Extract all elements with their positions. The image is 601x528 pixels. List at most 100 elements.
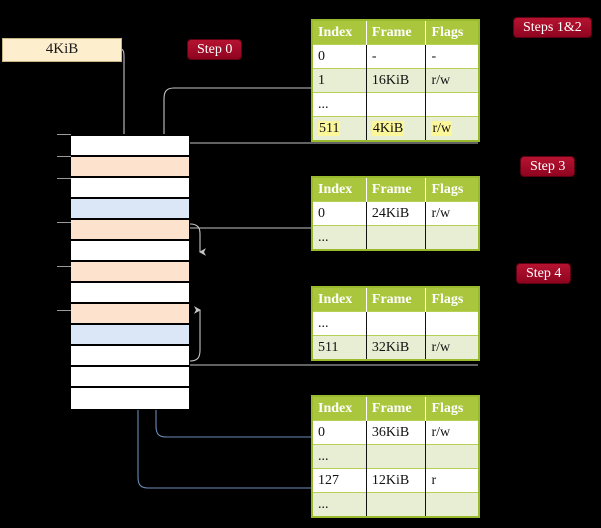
memory-frame-row (71, 283, 189, 304)
table-cell-flags: r/w (425, 335, 479, 360)
table-row: ... (312, 225, 479, 250)
highlighted-value: r/w (431, 121, 453, 136)
column-header-flags: Flags (425, 396, 479, 421)
memory-tick-3 (57, 222, 71, 223)
memory-frame-row (71, 178, 189, 199)
table-cell-flags: - (425, 44, 479, 69)
memory-tick-2 (57, 178, 71, 179)
table-row: ... (312, 492, 479, 517)
memory-frame-row (71, 367, 189, 388)
table-cell-frame: 36KiB (366, 420, 427, 445)
table-cell-frame (366, 444, 427, 469)
table-cell-flags: r/w (425, 116, 479, 141)
table-cell-frame: - (366, 44, 427, 69)
table-cell-index: ... (312, 444, 367, 469)
column-header-frame: Frame (366, 177, 427, 202)
memory-frame-row (71, 346, 189, 367)
table-cell-index: 511 (312, 335, 367, 360)
column-header-flags: Flags (425, 287, 479, 312)
address-banner-label: 4KiB (45, 41, 79, 57)
highlighted-value: 511 (318, 121, 341, 136)
badge-steps-1-2-label: Steps 1&2 (523, 20, 582, 35)
column-header-flags: Flags (425, 177, 479, 202)
table-cell-frame: 32KiB (366, 335, 427, 360)
table-cell-index: 127 (312, 468, 367, 493)
badge-steps-1-2: Steps 1&2 (514, 18, 591, 37)
column-header-frame: Frame (366, 287, 427, 312)
memory-frame-row (71, 262, 189, 283)
table-row: 511 4KiB r/w (312, 116, 479, 141)
column-header-index: Index (312, 396, 367, 421)
table-cell-index: ... (312, 92, 367, 117)
table-cell-index: 0 (312, 44, 367, 69)
highlighted-value: 4KiB (371, 121, 405, 136)
memory-frame-row (71, 325, 189, 346)
table-cell-index: ... (312, 225, 367, 250)
table-cell-frame: 4KiB (366, 116, 427, 141)
memory-frame-row (71, 388, 189, 409)
table-cell-flags (425, 444, 479, 469)
table-cell-index: 0 (312, 420, 367, 445)
table-cell-flags (425, 311, 479, 336)
memory-tick-4 (57, 266, 71, 267)
badge-step-0: Step 0 (188, 40, 242, 59)
column-header-index: Index (312, 287, 367, 312)
memory-frame-row (71, 136, 189, 157)
table-cell-flags: r/w (425, 420, 479, 445)
badge-step-4: Step 4 (517, 264, 571, 283)
table-cell-flags: r/w (425, 68, 479, 93)
table-cell-frame (366, 92, 427, 117)
table-cell-flags (425, 92, 479, 117)
badge-step-3: Step 3 (521, 157, 575, 176)
memory-tick-5 (57, 310, 71, 311)
address-banner-4kib: 4KiB (2, 38, 122, 62)
table-cell-flags: r (425, 468, 479, 493)
physical-memory-block (70, 134, 190, 410)
table-cell-index: 511 (312, 116, 367, 141)
memory-frame-row (71, 157, 189, 178)
memory-tick-1 (57, 156, 71, 157)
column-header-flags: Flags (425, 20, 479, 45)
column-header-frame: Frame (366, 20, 427, 45)
table-cell-frame: 12KiB (366, 468, 427, 493)
table-cell-index: ... (312, 311, 367, 336)
memory-frame-row (71, 241, 189, 262)
table-row: ... (312, 92, 479, 117)
table-cell-index: 1 (312, 68, 367, 93)
table-cell-frame: 24KiB (366, 201, 427, 226)
column-header-frame: Frame (366, 396, 427, 421)
badge-step-3-label: Step 3 (530, 159, 566, 174)
memory-frame-row (71, 220, 189, 241)
table-cell-frame (366, 311, 427, 336)
table-row: ... (312, 311, 479, 336)
memory-frame-row (71, 199, 189, 220)
table-cell-flags (425, 225, 479, 250)
table-row: 0-- (312, 44, 479, 69)
table-cell-frame (366, 225, 427, 250)
badge-step-0-label: Step 0 (197, 42, 233, 57)
memory-frame-row (71, 304, 189, 325)
column-header-index: Index (312, 177, 367, 202)
table-cell-flags: r/w (425, 201, 479, 226)
table-cell-frame: 16KiB (366, 68, 427, 93)
badge-step-4-label: Step 4 (526, 266, 562, 281)
table-cell-frame (366, 492, 427, 517)
memory-tick-0 (57, 134, 71, 135)
table-row: ... (312, 444, 479, 469)
table-cell-index: ... (312, 492, 367, 517)
table-cell-flags (425, 492, 479, 517)
table-cell-index: 0 (312, 201, 367, 226)
